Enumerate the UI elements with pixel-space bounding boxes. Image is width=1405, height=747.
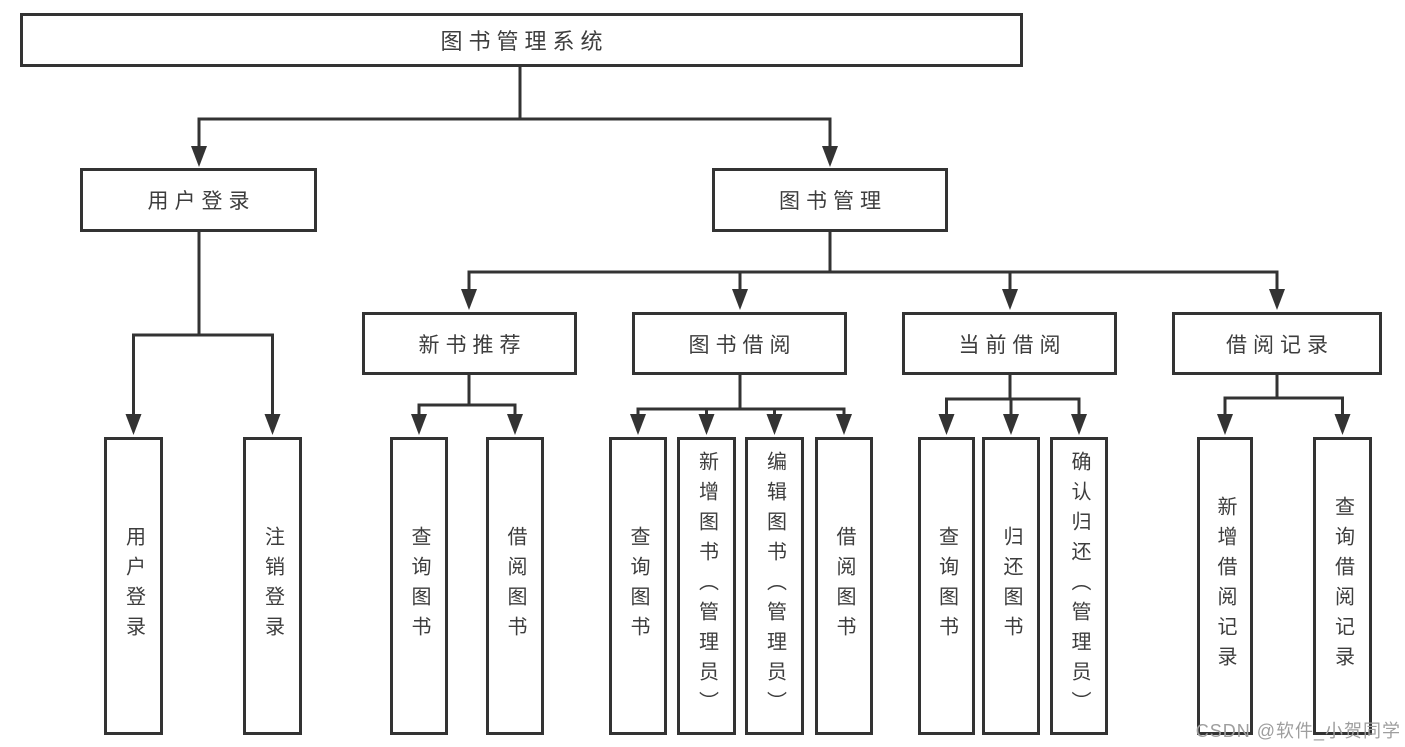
node-new-book-recommend: 新书推荐 [362,312,577,375]
leaf-add-books-admin: 新增图书（管理员） [677,437,736,735]
csdn-watermark: CSDN @软件_小贺同学 [1195,721,1401,741]
node-root-system: 图书管理系统 [20,13,1023,67]
leaf-borrow-books-recommend: 借阅图书 [486,437,544,735]
leaf-query-books-borrowing: 查询图书 [609,437,667,735]
leaf-query-books-current: 查询图书 [918,437,975,735]
leaf-query-borrow-record: 查询借阅记录 [1313,437,1372,735]
node-borrowing-records: 借阅记录 [1172,312,1382,375]
leaf-confirm-return-admin: 确认归还（管理员） [1050,437,1108,735]
leaf-borrow-books-borrowing: 借阅图书 [815,437,873,735]
node-current-borrowing: 当前借阅 [902,312,1117,375]
node-book-management: 图书管理 [712,168,948,232]
leaf-user-login: 用户登录 [104,437,163,735]
leaf-return-books: 归还图书 [982,437,1040,735]
node-book-borrowing: 图书借阅 [632,312,847,375]
leaf-query-books-recommend: 查询图书 [390,437,448,735]
leaf-add-borrow-record: 新增借阅记录 [1197,437,1253,735]
node-user-login: 用户登录 [80,168,317,232]
leaf-logout: 注销登录 [243,437,302,735]
leaf-edit-books-admin: 编辑图书（管理员） [745,437,804,735]
